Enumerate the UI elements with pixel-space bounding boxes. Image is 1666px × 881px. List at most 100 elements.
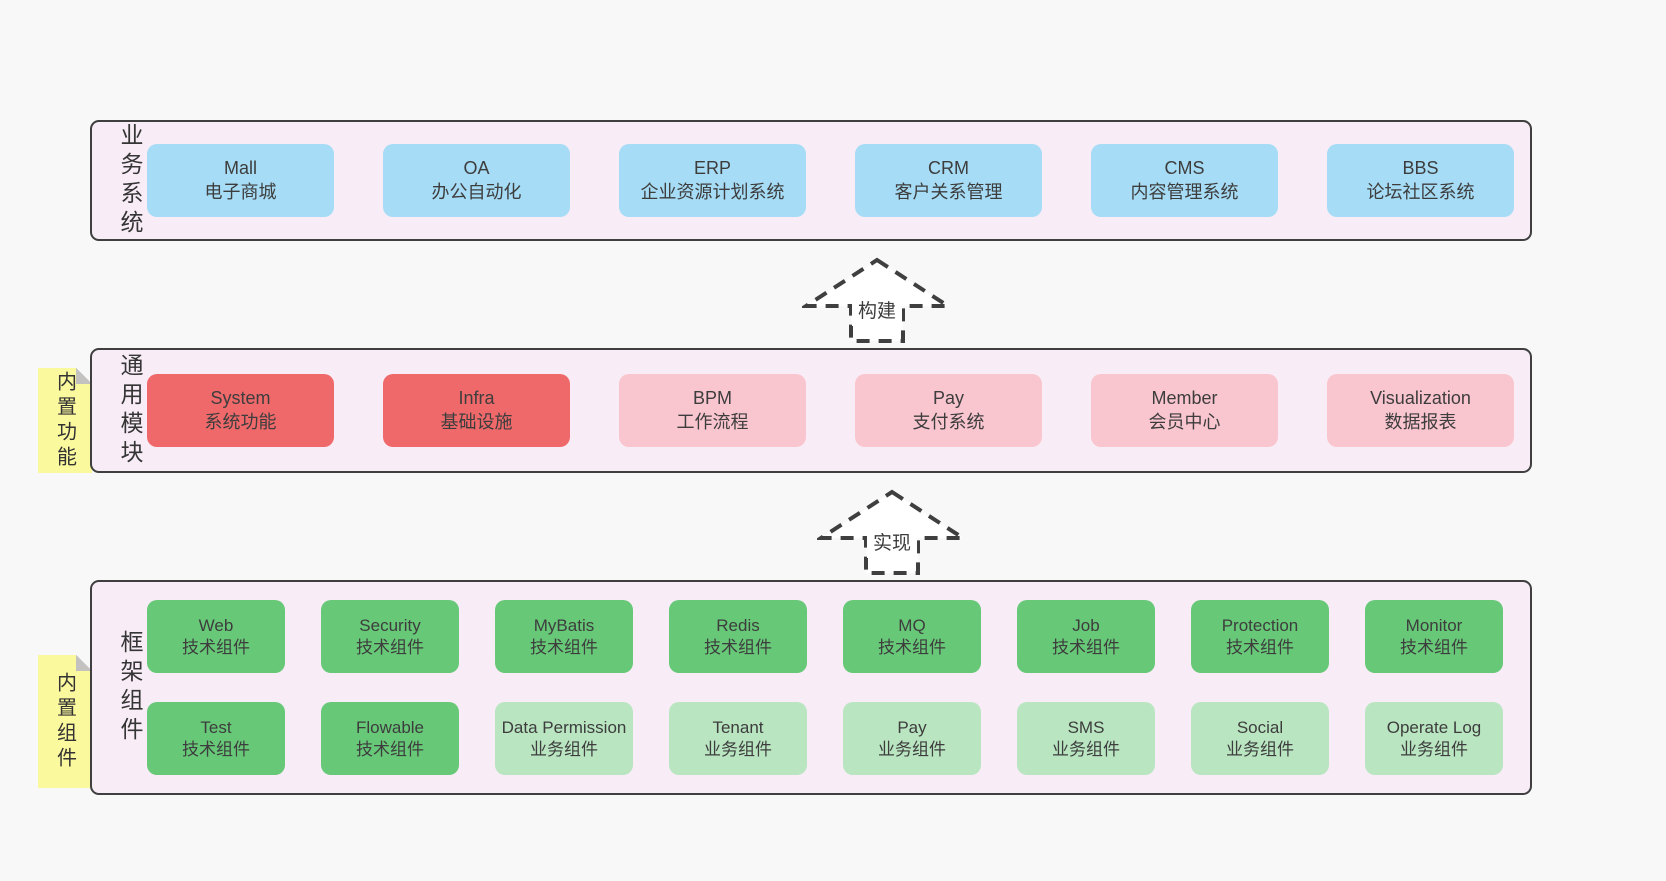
box-sms: SMS 业务组件 <box>1017 702 1155 775</box>
box-security: Security 技术组件 <box>321 600 459 673</box>
box-title: Flowable <box>355 717 425 737</box>
box-subtitle: 技术组件 <box>1052 637 1120 657</box>
box-visualization: Visualization 数据报表 <box>1327 374 1514 447</box>
sticky-note-built-in-functions: 内置功能 <box>38 368 92 473</box>
box-pay: Pay 支付系统 <box>855 374 1042 447</box>
box-pay-business: Pay 业务组件 <box>843 702 981 775</box>
box-subtitle: 工作流程 <box>676 411 749 432</box>
box-subtitle: 技术组件 <box>356 739 424 759</box>
box-subtitle: 技术组件 <box>1400 637 1468 657</box>
box-title: Infra <box>458 387 495 408</box>
box-test: Test 技术组件 <box>147 702 285 775</box>
panel-label-common-modules: 通用模块 <box>117 352 143 469</box>
box-flowable: Flowable 技术组件 <box>321 702 459 775</box>
box-job: Job 技术组件 <box>1017 600 1155 673</box>
panel-label-framework-components: 框架组件 <box>117 629 143 746</box>
box-title: BPM <box>692 387 732 408</box>
business-systems-row: Mall 电子商城 OA 办公自动化 ERP 企业资源计划系统 CRM 客户关系… <box>147 144 1514 217</box>
box-title: Pay <box>897 717 927 737</box>
box-subtitle: 业务组件 <box>1052 739 1120 759</box>
box-subtitle: 会员中心 <box>1148 411 1221 432</box>
box-title: OA <box>463 157 490 178</box>
arrow-implement-label: 实现 <box>866 525 918 558</box>
box-title: CRM <box>928 157 969 178</box>
box-member: Member 会员中心 <box>1091 374 1278 447</box>
box-subtitle: 内容管理系统 <box>1130 181 1239 202</box>
box-title: Protection <box>1221 615 1299 635</box>
box-subtitle: 技术组件 <box>878 637 946 657</box>
box-subtitle: 论坛社区系统 <box>1366 181 1475 202</box>
box-title: Member <box>1151 387 1218 408</box>
box-subtitle: 企业资源计划系统 <box>640 181 785 202</box>
box-title: Web <box>198 615 234 635</box>
box-data-permission: Data Permission 业务组件 <box>495 702 633 775</box>
box-subtitle: 技术组件 <box>704 637 772 657</box>
box-title: Job <box>1072 615 1100 635</box>
box-subtitle: 技术组件 <box>530 637 598 657</box>
box-cms: CMS 内容管理系统 <box>1091 144 1278 217</box>
box-subtitle: 业务组件 <box>1400 739 1468 759</box>
arrow-build: 构建 <box>802 256 952 345</box>
box-bpm: BPM 工作流程 <box>619 374 806 447</box>
box-title: Visualization <box>1370 387 1471 408</box>
box-title: BBS <box>1402 157 1439 178</box>
box-title: System <box>210 387 271 408</box>
box-title: Mall <box>223 157 257 178</box>
framework-components-row-2: Test 技术组件 Flowable 技术组件 Data Permission … <box>147 702 1503 775</box>
box-subtitle: 技术组件 <box>182 739 250 759</box>
box-oa: OA 办公自动化 <box>383 144 570 217</box>
box-system: System 系统功能 <box>147 374 334 447</box>
box-tenant: Tenant 业务组件 <box>669 702 807 775</box>
box-mall: Mall 电子商城 <box>147 144 334 217</box>
panel-common-modules: 通用模块 System 系统功能 Infra 基础设施 BPM 工作流程 Pay… <box>90 348 1532 473</box>
box-crm: CRM 客户关系管理 <box>855 144 1042 217</box>
box-monitor: Monitor 技术组件 <box>1365 600 1503 673</box>
box-redis: Redis 技术组件 <box>669 600 807 673</box>
panel-framework-components: 框架组件 Web 技术组件 Security 技术组件 MyBatis 技术组件… <box>90 580 1532 795</box>
box-mybatis: MyBatis 技术组件 <box>495 600 633 673</box>
arrow-build-label: 构建 <box>851 293 903 326</box>
box-subtitle: 业务组件 <box>1226 739 1294 759</box>
box-title: Social <box>1236 717 1284 737</box>
framework-components-rows: Web 技术组件 Security 技术组件 MyBatis 技术组件 Redi… <box>147 600 1503 775</box>
box-title: MQ <box>898 615 926 635</box>
box-mq: MQ 技术组件 <box>843 600 981 673</box>
box-subtitle: 支付系统 <box>912 411 985 432</box>
common-modules-row: System 系统功能 Infra 基础设施 BPM 工作流程 Pay 支付系统… <box>147 374 1514 447</box>
box-title: MyBatis <box>533 615 595 635</box>
sticky-note-text: 内置组件 <box>53 671 76 772</box>
box-subtitle: 系统功能 <box>204 411 277 432</box>
sticky-note-built-in-components: 内置组件 <box>38 655 92 788</box>
box-operate-log: Operate Log 业务组件 <box>1365 702 1503 775</box>
box-subtitle: 数据报表 <box>1384 411 1457 432</box>
arrow-implement: 实现 <box>817 488 967 577</box>
box-subtitle: 技术组件 <box>1226 637 1294 657</box>
box-web: Web 技术组件 <box>147 600 285 673</box>
box-protection: Protection 技术组件 <box>1191 600 1329 673</box>
box-infra: Infra 基础设施 <box>383 374 570 447</box>
box-subtitle: 技术组件 <box>182 637 250 657</box>
box-title: CMS <box>1164 157 1205 178</box>
box-title: Security <box>359 615 421 635</box>
box-subtitle: 业务组件 <box>530 739 598 759</box>
panel-label-business-systems: 业务系统 <box>117 122 143 239</box>
box-subtitle: 基础设施 <box>440 411 513 432</box>
sticky-note-text: 内置功能 <box>53 370 76 471</box>
box-title: Monitor <box>1405 615 1463 635</box>
box-bbs: BBS 论坛社区系统 <box>1327 144 1514 217</box>
box-title: Redis <box>716 615 760 635</box>
box-subtitle: 技术组件 <box>356 637 424 657</box>
box-title: Test <box>200 717 232 737</box>
box-title: Operate Log <box>1386 717 1482 737</box>
box-social: Social 业务组件 <box>1191 702 1329 775</box>
box-erp: ERP 企业资源计划系统 <box>619 144 806 217</box>
box-title: ERP <box>693 157 731 178</box>
panel-business-systems: 业务系统 Mall 电子商城 OA 办公自动化 ERP 企业资源计划系统 CRM… <box>90 120 1532 241</box>
box-subtitle: 业务组件 <box>704 739 772 759</box>
box-subtitle: 客户关系管理 <box>894 181 1003 202</box>
box-subtitle: 办公自动化 <box>431 181 522 202</box>
box-title: SMS <box>1067 717 1105 737</box>
box-subtitle: 业务组件 <box>878 739 946 759</box>
box-title: Data Permission <box>501 717 627 737</box>
